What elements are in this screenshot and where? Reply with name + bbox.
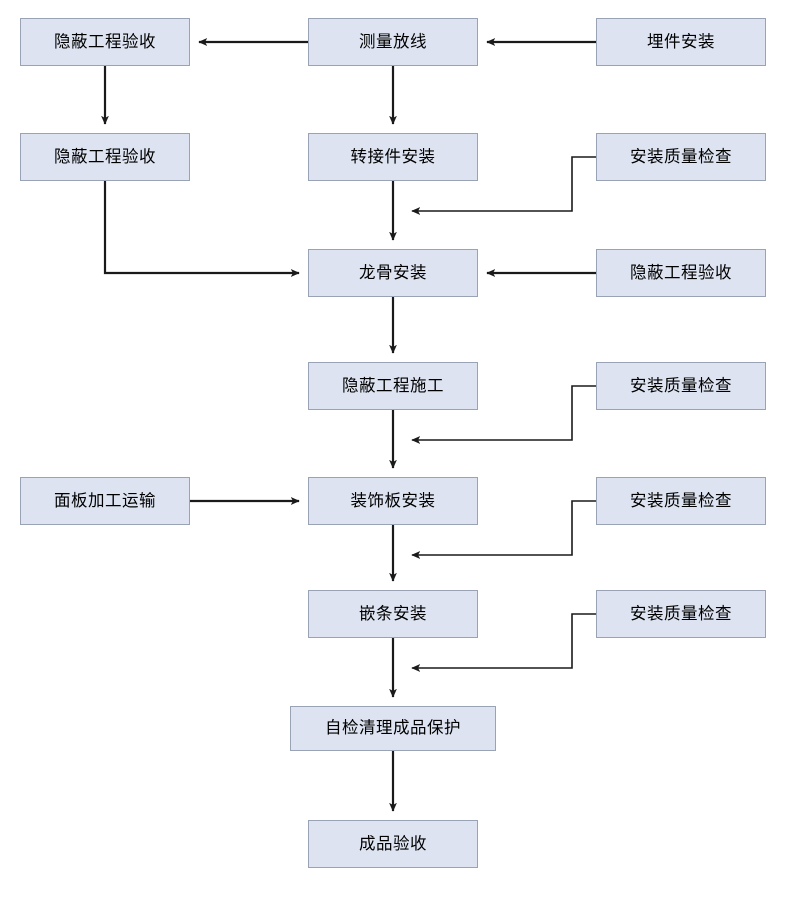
node-zhuanjiejian-anzhuang[interactable]: 转接件安装 <box>308 133 478 181</box>
edge-yinbi2-to-longgu <box>103 181 300 277</box>
node-celiang-fangxian[interactable]: 测量放线 <box>308 18 478 66</box>
node-label: 隐蔽工程验收 <box>54 146 156 166</box>
node-yinbi-gongcheng-yanshou-1[interactable]: 隐蔽工程验收 <box>20 18 190 66</box>
node-label: 面板加工运输 <box>54 490 156 510</box>
node-yinbi-gongcheng-yanshou-3[interactable]: 隐蔽工程验收 <box>596 249 766 297</box>
node-chengpin-yanshou[interactable]: 成品验收 <box>308 820 478 868</box>
node-zhuangshiban-anzhuang[interactable]: 装饰板安装 <box>308 477 478 525</box>
node-label: 嵌条安装 <box>359 603 427 623</box>
node-label: 隐蔽工程验收 <box>630 262 732 282</box>
node-label: 成品验收 <box>359 833 427 853</box>
node-label: 转接件安装 <box>350 146 436 166</box>
node-qiantiao-anzhuang[interactable]: 嵌条安装 <box>308 590 478 638</box>
node-label: 安装质量检查 <box>630 146 732 166</box>
node-label: 隐蔽工程验收 <box>54 31 156 51</box>
node-label: 隐蔽工程施工 <box>342 375 444 395</box>
node-zijian-qingli-chengpin-baohu[interactable]: 自检清理成品保护 <box>290 706 496 751</box>
node-anzhuang-zhiliang-jiancha-3[interactable]: 安装质量检查 <box>596 477 766 525</box>
node-yinbi-gongcheng-yanshou-2[interactable]: 隐蔽工程验收 <box>20 133 190 181</box>
node-anzhuang-zhiliang-jiancha-4[interactable]: 安装质量检查 <box>596 590 766 638</box>
node-label: 埋件安装 <box>647 31 715 51</box>
node-anzhuang-zhiliang-jiancha-2[interactable]: 安装质量检查 <box>596 362 766 410</box>
node-label: 装饰板安装 <box>350 490 436 510</box>
node-label: 自检清理成品保护 <box>325 718 461 738</box>
node-maijian-anzhuang[interactable]: 埋件安装 <box>596 18 766 66</box>
node-longgu-anzhuang[interactable]: 龙骨安装 <box>308 249 478 297</box>
node-label: 测量放线 <box>359 31 427 51</box>
node-yinbi-gongcheng-shigong[interactable]: 隐蔽工程施工 <box>308 362 478 410</box>
node-mianban-jiagong-yunshu[interactable]: 面板加工运输 <box>20 477 190 525</box>
node-label: 龙骨安装 <box>359 262 427 282</box>
node-label: 安装质量检查 <box>630 490 732 510</box>
node-label: 安装质量检查 <box>630 375 732 395</box>
node-label: 安装质量检查 <box>630 603 732 623</box>
node-anzhuang-zhiliang-jiancha-1[interactable]: 安装质量检查 <box>596 133 766 181</box>
